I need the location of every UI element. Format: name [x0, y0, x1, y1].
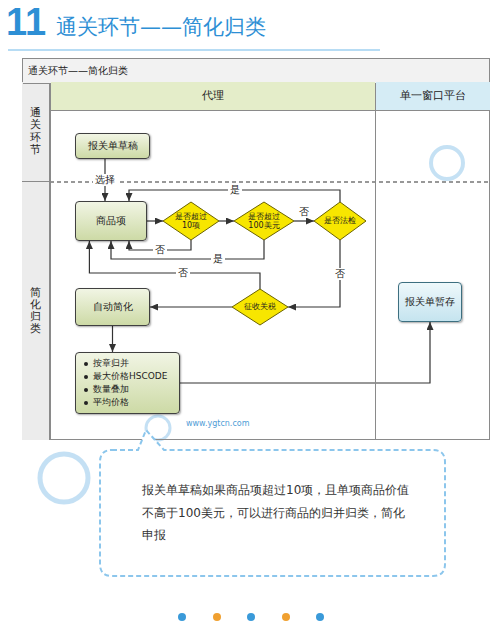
decision-diamond: 是否超过10项: [163, 202, 219, 240]
decision-label: 是否超过10项: [172, 212, 210, 230]
diamond-shape: [234, 202, 294, 240]
diamond-shape: [232, 289, 288, 325]
flow-arrow: [112, 326, 113, 352]
process-box: 商品项: [75, 201, 147, 241]
watermark-logo: [40, 147, 463, 502]
edge-label: 否: [153, 244, 167, 256]
callout-text: 报关单草稿如果商品项超过10项，且单项商品价值不高于100美元，可以进行商品的归…: [142, 479, 411, 547]
box-label: 报关单草稿: [88, 139, 138, 153]
list-item: 数量叠加: [93, 383, 129, 396]
swimlane-row: 简化归类: [22, 182, 50, 440]
swimlane-column: 单一窗口平台报关单暂存: [375, 82, 490, 440]
bubble-shape: [100, 430, 445, 576]
lane-header: 单一窗口平台: [376, 82, 490, 111]
diamond-shape: [163, 202, 219, 240]
decision-diamond: 是否超过100美元: [234, 202, 294, 240]
flow-arrow: [180, 322, 430, 383]
logo-ring: [431, 147, 463, 179]
edge-label: 否: [176, 267, 190, 279]
list-item: 平均价格: [93, 396, 129, 409]
decision-diamond: 是否法检: [314, 202, 366, 240]
logo-ring: [40, 454, 88, 502]
flow-arrow: [150, 306, 232, 307]
lane-header: 代理: [51, 82, 375, 111]
swimlane-frame: 通关环节——简化归类代理报关单草稿商品项 是否超过10项 是否超过100美元 是否法检…: [22, 58, 490, 440]
edge-label: 否: [297, 206, 311, 218]
process-box: 自动简化: [75, 288, 150, 326]
edge-label: 是: [211, 253, 225, 265]
diamond-shape: [314, 202, 366, 240]
decision-diamond: 征收关税: [232, 289, 288, 325]
edge-label: 否: [333, 268, 347, 280]
title-underline: [8, 49, 380, 51]
decision-label: 征收关税: [244, 302, 276, 311]
flow-arrow: [219, 220, 234, 221]
callout-bubble: 报关单草稿如果商品项超过10项，且单项商品价值不高于100美元，可以进行商品的归…: [100, 450, 445, 576]
decision-label: 是否超过100美元: [244, 212, 285, 230]
edge-label: 是: [228, 184, 242, 196]
box-label: 报关单暂存: [405, 295, 455, 309]
swimlane-row: 通关环节: [22, 82, 50, 182]
row-label: 通关环节: [30, 107, 41, 155]
box-label: 商品项: [96, 214, 126, 228]
list-item: 按章归并: [93, 357, 129, 370]
flow-arrow: [89, 241, 260, 289]
flow-arrow: [147, 220, 163, 221]
box-label: 自动简化: [93, 300, 133, 314]
list-box: 按章归并最大价格HSCODE数量叠加平均价格: [75, 352, 180, 414]
frame-title: 通关环节——简化归类: [23, 59, 489, 84]
section-number: 11: [6, 1, 46, 44]
edge-label: 选择: [93, 174, 117, 186]
process-box: 报关单暂存: [398, 282, 462, 322]
watermark: www.ygtcn.com: [186, 419, 249, 428]
list-item: 最大价格HSCODE: [93, 370, 167, 383]
process-box: 报关单草稿: [75, 133, 150, 159]
row-label: 简化归类: [30, 287, 41, 335]
page-title: 通关环节——简化归类: [56, 13, 266, 41]
flow-arrow: [294, 220, 314, 221]
decision-label: 是否法检: [324, 216, 356, 225]
page-dots: [178, 613, 324, 621]
flow-arrow: [111, 240, 264, 259]
